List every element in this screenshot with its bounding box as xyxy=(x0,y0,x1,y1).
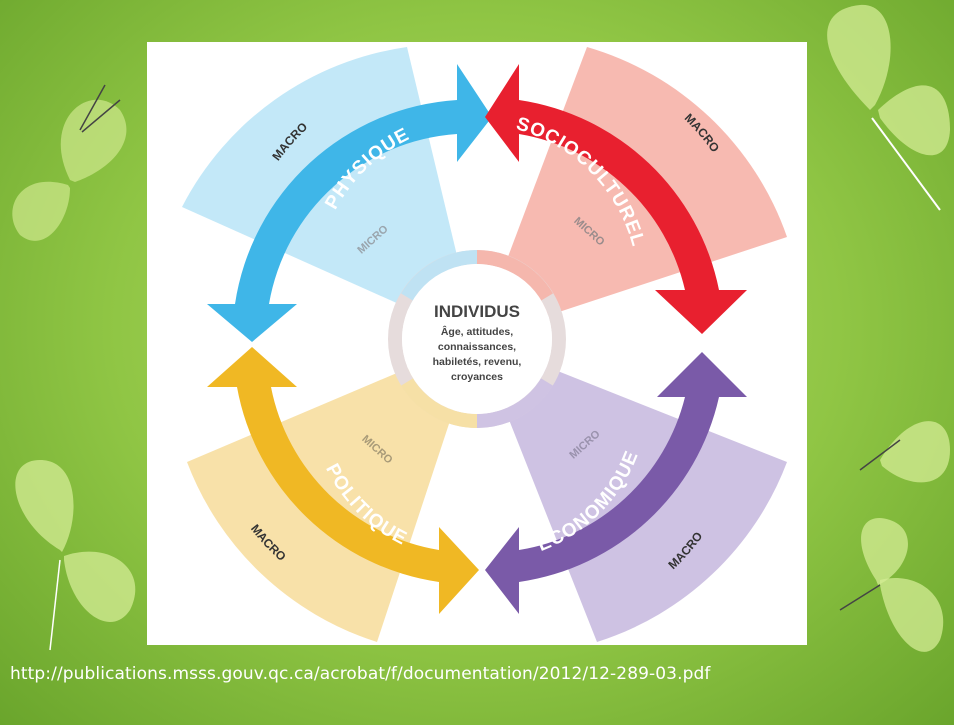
center-line-4: croyances xyxy=(451,371,503,383)
arrow-physique xyxy=(207,64,492,342)
fan-economique xyxy=(477,339,787,642)
butterfly-decoration-top-right xyxy=(827,4,950,211)
center-line-1: Âge, attitudes, xyxy=(441,325,513,338)
diagram-panel: INDIVIDUS Âge, attitudes, connaissances,… xyxy=(147,42,807,645)
center-line-3: habiletés, revenu, xyxy=(433,356,522,368)
center-title: INDIVIDUS xyxy=(434,302,520,321)
butterfly-decoration-left xyxy=(12,84,127,241)
fan-politique xyxy=(187,339,477,642)
arrow-socioculturel xyxy=(485,64,747,334)
butterfly-decoration-bottom-left xyxy=(15,460,136,651)
arrow-economique xyxy=(485,352,747,614)
source-url: http://publications.msss.gouv.qc.ca/acro… xyxy=(10,664,711,684)
butterfly-decoration-right xyxy=(839,421,950,652)
ecological-model-diagram: INDIVIDUS Âge, attitudes, connaissances,… xyxy=(182,47,787,642)
center-line-2: connaissances, xyxy=(438,341,516,353)
arrow-politique xyxy=(207,347,479,614)
